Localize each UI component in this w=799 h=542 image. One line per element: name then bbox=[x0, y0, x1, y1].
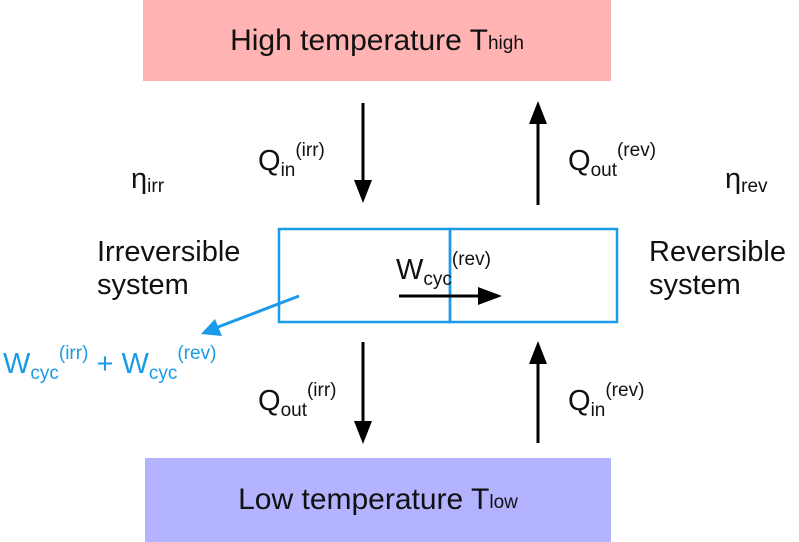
q-out-rev-arrow bbox=[529, 101, 547, 205]
high-reservoir-subscript: high bbox=[487, 32, 524, 54]
irreversible-system-label: Irreversible system bbox=[97, 236, 241, 302]
high-reservoir-label: High temperature T bbox=[230, 23, 488, 57]
net-work-arrow bbox=[201, 294, 300, 336]
w-cyc-rev-label: Wcyc(rev) bbox=[396, 249, 491, 290]
eta-irr-label: ηirr bbox=[131, 163, 165, 197]
low-reservoir-label: Low temperature T bbox=[238, 483, 490, 516]
q-in-irr-arrow bbox=[354, 103, 372, 203]
q-in-rev-label: Qin(rev) bbox=[568, 380, 645, 421]
q-out-irr-arrow bbox=[354, 342, 372, 444]
low-reservoir-subscript: low bbox=[489, 492, 518, 513]
w-cyc-rev-arrow bbox=[399, 287, 502, 305]
reversible-engine-box bbox=[448, 227, 619, 324]
q-in-irr-label: Qin(irr) bbox=[258, 140, 325, 181]
reversible-system-label: Reversible system bbox=[649, 236, 786, 302]
q-out-rev-label: Qout(rev) bbox=[568, 140, 657, 181]
q-in-rev-arrow bbox=[529, 341, 547, 443]
eta-rev-label: ηrev bbox=[725, 163, 768, 197]
net-work-label: Wcyc(irr) + Wcyc(rev) bbox=[3, 343, 217, 384]
q-out-irr-label: Qout(irr) bbox=[258, 380, 337, 421]
